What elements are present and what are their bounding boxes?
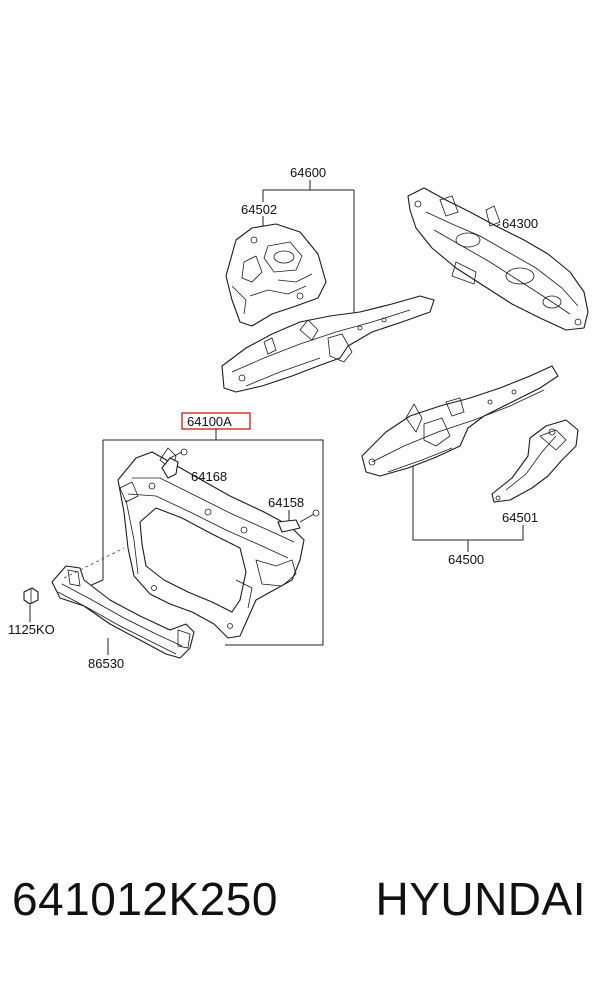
label-64100A: 64100A: [187, 414, 232, 429]
side-rail-64600: [221, 295, 435, 393]
label-64502: 64502: [241, 202, 277, 217]
brand-name: HYUNDAI: [375, 873, 586, 925]
bracket-64501: [491, 419, 579, 503]
bumper-beam-86530: [51, 565, 195, 659]
dashed-connector: [63, 547, 125, 579]
part-number: 641012K250: [12, 873, 278, 925]
highlight-box: [181, 412, 251, 430]
bolt-1125KO: [23, 587, 39, 605]
leader-lines: [29, 180, 524, 655]
label-64501: 64501: [502, 510, 538, 525]
side-rail-64500: [361, 365, 559, 477]
strut-housing-64502: [225, 223, 327, 327]
label-64158: 64158: [268, 495, 304, 510]
label-86530: 86530: [88, 656, 124, 671]
stay-64168: [161, 448, 188, 479]
label-64300: 64300: [502, 216, 538, 231]
radiator-support-64100A: [117, 447, 305, 639]
label-64500: 64500: [448, 552, 484, 567]
label-1125KO: 1125KO: [8, 622, 55, 637]
label-64600: 64600: [290, 165, 326, 180]
stay-64158: [277, 509, 320, 533]
dash-panel-64300: [407, 187, 589, 331]
label-64168: 64168: [191, 469, 227, 484]
footer: 641012K250 HYUNDAI: [0, 872, 600, 952]
